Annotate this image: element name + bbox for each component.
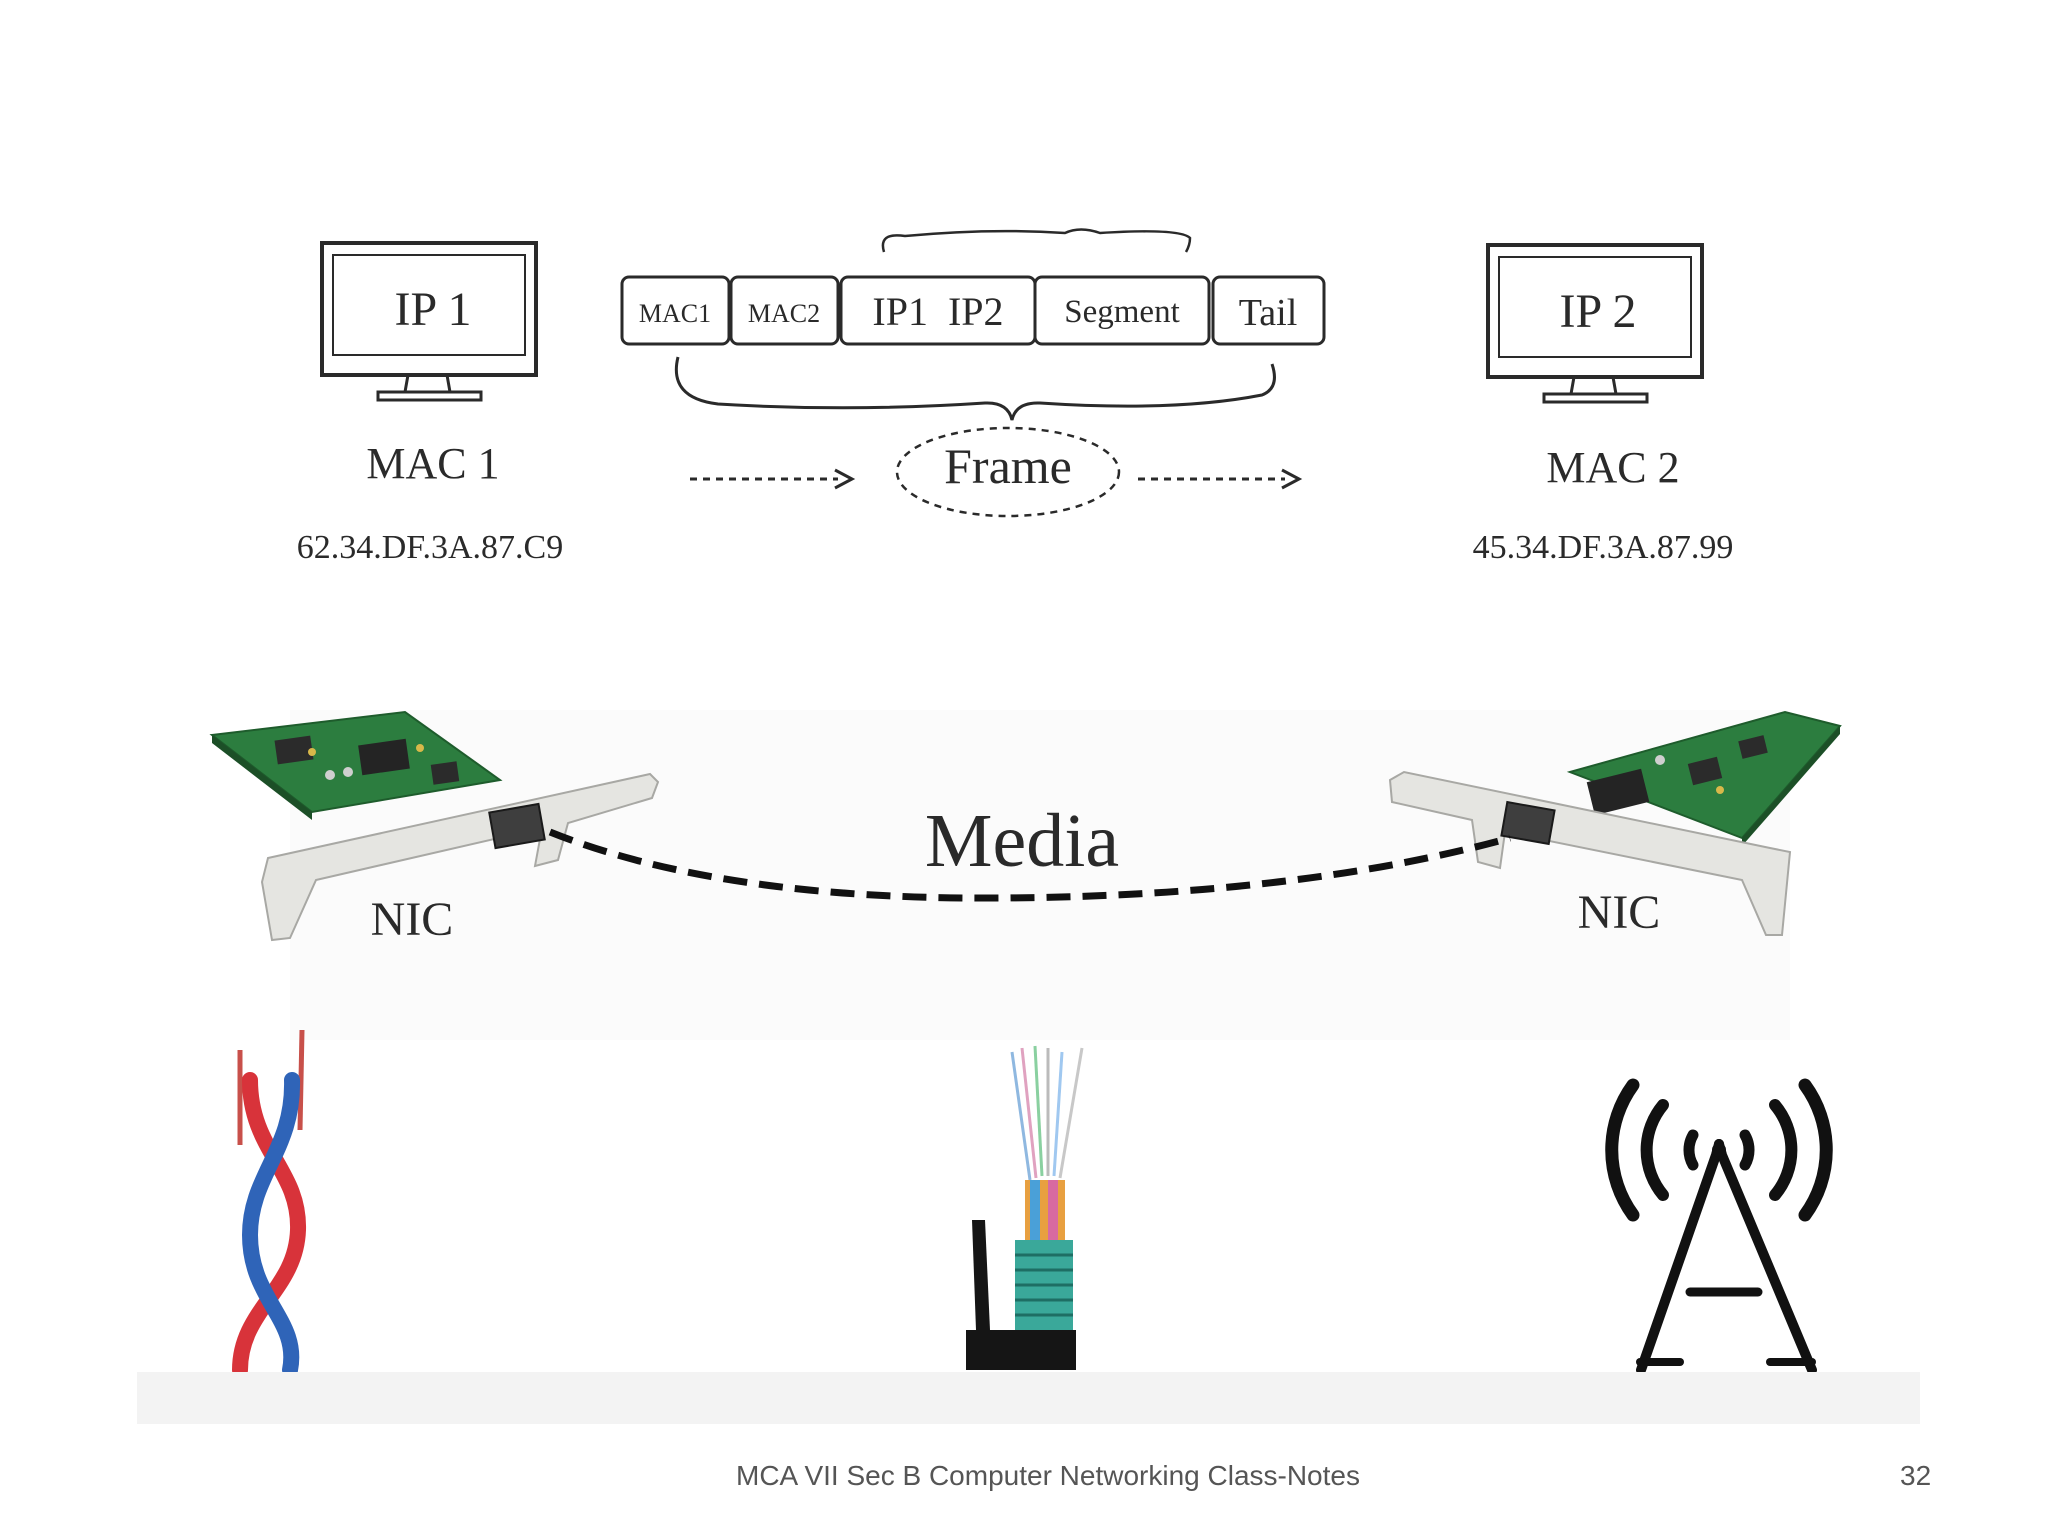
frame-field-box [1211,275,1326,346]
frame-field-box [620,275,731,346]
nic-band-background [290,710,1790,1040]
bottom-band [137,1372,1920,1424]
right-nic-card-icon [1388,710,1842,936]
left-nic-label: NIC [371,893,454,946]
frame-field-mac2: MAC2 [748,299,820,328]
frame-field-ip1-ip2: IP1 IP2 [872,289,1003,334]
frame-field-mac1: MAC1 [639,299,711,328]
right-ip-label: IP 2 [1560,285,1637,338]
left-nic-card-icon [209,710,660,942]
twisted-pair-cable-icon [232,1029,307,1378]
frame-field-tail: Tail [1239,292,1298,334]
frame-field-segment: Segment [1064,294,1179,330]
frame-field-box [1033,275,1211,346]
left-ip-label: IP 1 [395,283,472,336]
frame-field-box [729,275,840,346]
left-mac-label: MAC 1 [366,439,499,488]
right-dotted-arrow-icon [1138,468,1303,490]
wireless-tower-icon [1605,1078,1833,1375]
right-monitor-icon [1486,243,1704,404]
left-dotted-arrow-icon [690,468,856,490]
footer-text: MCA VII Sec B Computer Networking Class-… [736,1460,1360,1491]
frame-label: Frame [944,438,1072,494]
frame-top-brace [881,228,1192,253]
frame-fields [620,275,1326,346]
media-dashed-line [548,828,1511,902]
right-mac-label: MAC 2 [1546,443,1679,492]
slide-number: 32 [1900,1460,1932,1491]
frame-bottom-brace [674,356,1276,421]
right-nic-label: NIC [1578,886,1661,939]
left-mac-address: 62.34.DF.3A.87.C9 [297,529,563,566]
right-mac-address: 45.34.DF.3A.87.99 [1473,529,1734,566]
left-monitor-icon [320,241,538,402]
media-label: Media [925,799,1119,883]
fiber-optic-cable-icon [966,1045,1084,1370]
frame-dashed-ellipse [895,426,1121,518]
